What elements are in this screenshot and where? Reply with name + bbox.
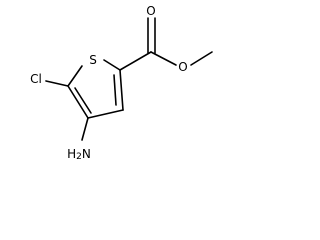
bond-oester-ch3 [190,51,213,66]
bond-c5-cl [45,80,69,87]
bond-s-c5 [67,65,83,87]
bond-c3-c2-inner [113,74,117,106]
atom-carbonyl-oxygen-label: O [146,4,155,18]
atom-amino-label: H2N [67,147,91,162]
bond-c5-c4-inner [74,87,92,114]
bond-c3-c2 [119,69,124,111]
bond-c4-c3 [87,109,124,119]
bond-ccarb-oester [150,51,177,66]
bond-c2-ccarb [119,51,152,71]
bond-c4-n [81,117,89,141]
atom-sulfur-label: S [89,53,97,67]
bond-c2-s [103,59,121,71]
bond-c5-c4 [67,85,89,119]
atom-chlorine-label: Cl [30,72,42,86]
atom-ester-oxygen-label: O [178,60,187,74]
molecule-structure: S Cl H2N O O [30,4,213,162]
